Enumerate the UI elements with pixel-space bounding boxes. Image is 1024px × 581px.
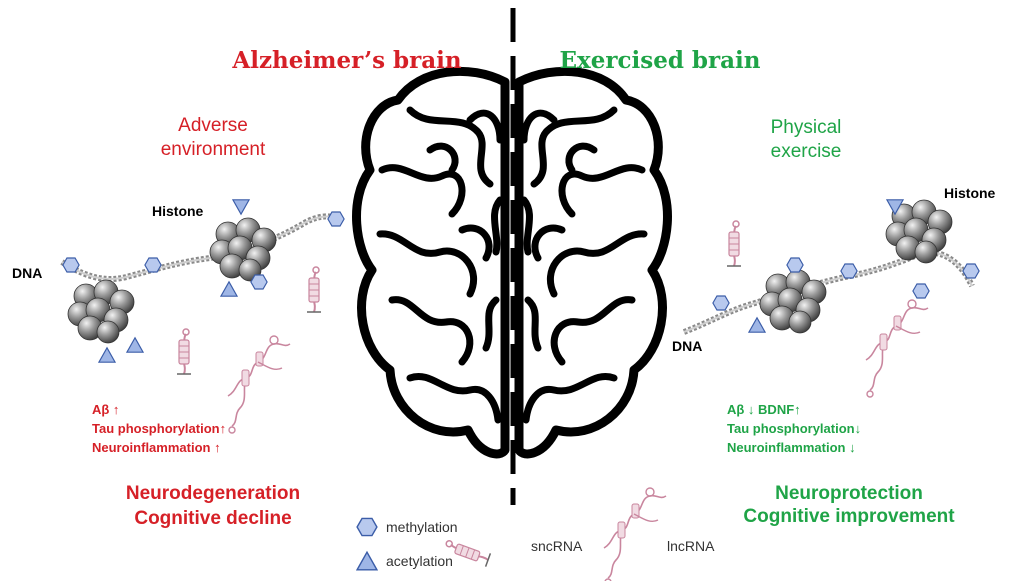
- left-dna-label: DNA: [12, 265, 43, 281]
- left-marker-2: Tau phosphorylation↑: [92, 421, 227, 436]
- right-marker-3: Neuroinflammation ↓: [727, 440, 856, 455]
- methylation-mark: [250, 274, 268, 290]
- nucleosome-left-2: [209, 217, 277, 282]
- sncrna-icon: [726, 220, 742, 267]
- right-chromatin: [682, 199, 980, 398]
- left-marker-1: Aβ ↑: [92, 402, 120, 417]
- right-outcome-line2: Cognitive improvement: [743, 506, 955, 527]
- right-dna-label: DNA: [672, 338, 703, 354]
- nucleosome-right-1: [759, 269, 827, 334]
- sncrna-icon: [306, 266, 322, 313]
- legend-methylation-label: methylation: [386, 519, 458, 535]
- right-cause-line2: exercise: [770, 141, 842, 162]
- methylation-mark: [962, 263, 980, 279]
- left-title: Alzheimer’s brain: [232, 47, 462, 74]
- left-outcome-line1: Neurodegeneration: [125, 483, 301, 504]
- right-marker-2: Tau phosphorylation↓: [727, 421, 862, 436]
- acetylation-mark: [98, 347, 116, 363]
- legend-acetylation-label: acetylation: [386, 553, 453, 569]
- methylation-mark: [786, 257, 804, 273]
- methylation-icon: [356, 517, 378, 537]
- lncrna-icon: [227, 335, 291, 434]
- acetylation-mark: [232, 199, 250, 215]
- left-cause-line1: Adverse: [178, 115, 248, 136]
- lncrna-icon: [865, 299, 929, 398]
- right-outcome-line1: Neuroprotection: [775, 483, 923, 504]
- right-cause-line1: Physical: [770, 117, 842, 138]
- methylation-mark: [62, 257, 80, 273]
- right-histone-label: Histone: [944, 185, 996, 201]
- sncrna-icon: [176, 328, 192, 375]
- legend-lncrna-label: lncRNA: [667, 538, 715, 554]
- methylation-mark: [840, 263, 858, 279]
- left-histone-label: Histone: [152, 203, 204, 219]
- acetylation-mark: [220, 281, 238, 297]
- lncrna-legend-icon: [603, 487, 667, 581]
- left-chromatin: [60, 199, 345, 434]
- left-cause-line2: environment: [160, 139, 266, 160]
- acetylation-icon: [356, 551, 378, 571]
- methylation-mark: [712, 295, 730, 311]
- right-title: Exercised brain: [559, 47, 761, 74]
- methylation-mark: [144, 257, 162, 273]
- methylation-mark: [327, 211, 345, 227]
- nucleosome-left-1: [67, 279, 135, 344]
- left-marker-3: Neuroinflammation ↑: [92, 440, 221, 455]
- legend-sncrna-label: sncRNA: [531, 538, 583, 554]
- right-marker-1: Aβ ↓ BDNF↑: [727, 402, 801, 417]
- acetylation-mark: [748, 317, 766, 333]
- methylation-mark: [912, 283, 930, 299]
- left-outcome-line2: Cognitive decline: [134, 508, 292, 529]
- brain-illustration: [352, 66, 672, 459]
- acetylation-mark: [126, 337, 144, 353]
